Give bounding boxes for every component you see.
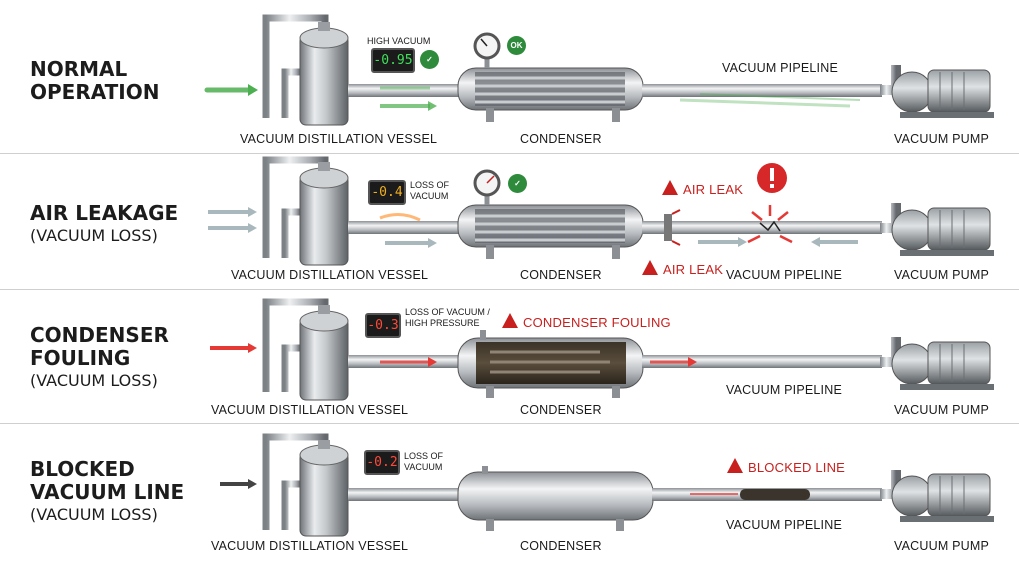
- condenser-fouling-alert: CONDENSER FOULING: [523, 315, 671, 330]
- vessel-label: VACUUM DISTILLATION VESSEL: [211, 403, 409, 417]
- vacuum-readout: -0.95: [371, 48, 415, 73]
- gauge-caption: LOSS OF VACUUM: [410, 180, 450, 201]
- row-title: AIR LEAKAGE (VACUUM LOSS): [30, 202, 178, 246]
- row-normal-schematic: [204, 14, 994, 126]
- vapour-pipe: [348, 84, 460, 97]
- pipe-crack: [759, 220, 781, 232]
- blockage: [740, 489, 810, 500]
- vacuum-readout: -0.4: [368, 180, 406, 205]
- warning-triangle-icon: [662, 180, 678, 195]
- row-title-main: BLOCKED VACUUM LINE: [30, 457, 185, 504]
- row-airleak-schematic: [208, 156, 994, 275]
- air-leak-alert: AIR LEAK: [683, 182, 744, 197]
- gauge-caption: HIGH VACUUM: [367, 36, 431, 46]
- vacuum-pipeline: [642, 84, 882, 97]
- leak-flange: [664, 214, 672, 241]
- row-divider: [0, 153, 1019, 154]
- pipeline-label: VACUUM PIPELINE: [726, 518, 842, 532]
- gauge-caption: LOSS OF VACUUM / HIGH PRESSURE: [405, 307, 490, 328]
- blocked-line-alert: BLOCKED LINE: [748, 460, 846, 475]
- pump-label: VACUUM PUMP: [894, 403, 990, 417]
- condenser-label: CONDENSER: [520, 539, 602, 553]
- warning-triangle-icon: [502, 313, 518, 328]
- row-subtitle: (VACUUM LOSS): [30, 226, 158, 245]
- pipeline-label: VACUUM PIPELINE: [722, 61, 838, 75]
- air-leak-alert: AIR LEAK: [663, 262, 724, 277]
- gauge-caption: LOSS OF VACUUM: [404, 451, 444, 472]
- warning-triangle-icon: [642, 260, 658, 275]
- status-badge: OK: [507, 36, 526, 55]
- standpipe: [281, 68, 300, 118]
- row-title: CONDENSER FOULING (VACUUM LOSS): [30, 324, 169, 391]
- row-blocked-schematic: [220, 433, 994, 537]
- row-title-main: AIR LEAKAGE: [30, 201, 179, 225]
- warning-triangle-icon: [727, 458, 743, 473]
- pump-label: VACUUM PUMP: [894, 539, 990, 553]
- vacuum-readout: -0.3: [365, 313, 401, 338]
- vessel-label: VACUUM DISTILLATION VESSEL: [231, 268, 429, 282]
- vessel-label: VACUUM DISTILLATION VESSEL: [211, 539, 409, 553]
- pipeline-label: VACUUM PIPELINE: [726, 383, 842, 397]
- flow-arrowhead: [248, 84, 258, 96]
- pump-motor: [927, 69, 991, 113]
- condenser-shell: [457, 471, 654, 521]
- pump-label: VACUUM PUMP: [894, 268, 990, 282]
- row-fouling-schematic: [210, 298, 994, 401]
- pump-volute: [891, 71, 933, 113]
- condenser-label: CONDENSER: [520, 268, 602, 282]
- condenser-label: CONDENSER: [520, 132, 602, 146]
- pump-label: VACUUM PUMP: [894, 132, 990, 146]
- row-title: NORMAL OPERATION: [30, 57, 160, 104]
- row-title-main: CONDENSER FOULING: [30, 323, 169, 370]
- vacuum-readout: -0.2: [364, 450, 400, 475]
- vessel-label: VACUUM DISTILLATION VESSEL: [240, 132, 438, 146]
- row-subtitle: (VACUUM LOSS): [30, 505, 158, 524]
- row-subtitle: (VACUUM LOSS): [30, 371, 158, 390]
- row-divider: [0, 423, 1019, 424]
- row-title: BLOCKED VACUUM LINE (VACUUM LOSS): [30, 458, 184, 525]
- check-circle-icon: ✓: [420, 50, 439, 69]
- check-circle-icon: ✓: [508, 174, 527, 193]
- pipeline-label: VACUUM PIPELINE: [726, 268, 842, 282]
- condenser-label: CONDENSER: [520, 403, 602, 417]
- row-divider: [0, 289, 1019, 290]
